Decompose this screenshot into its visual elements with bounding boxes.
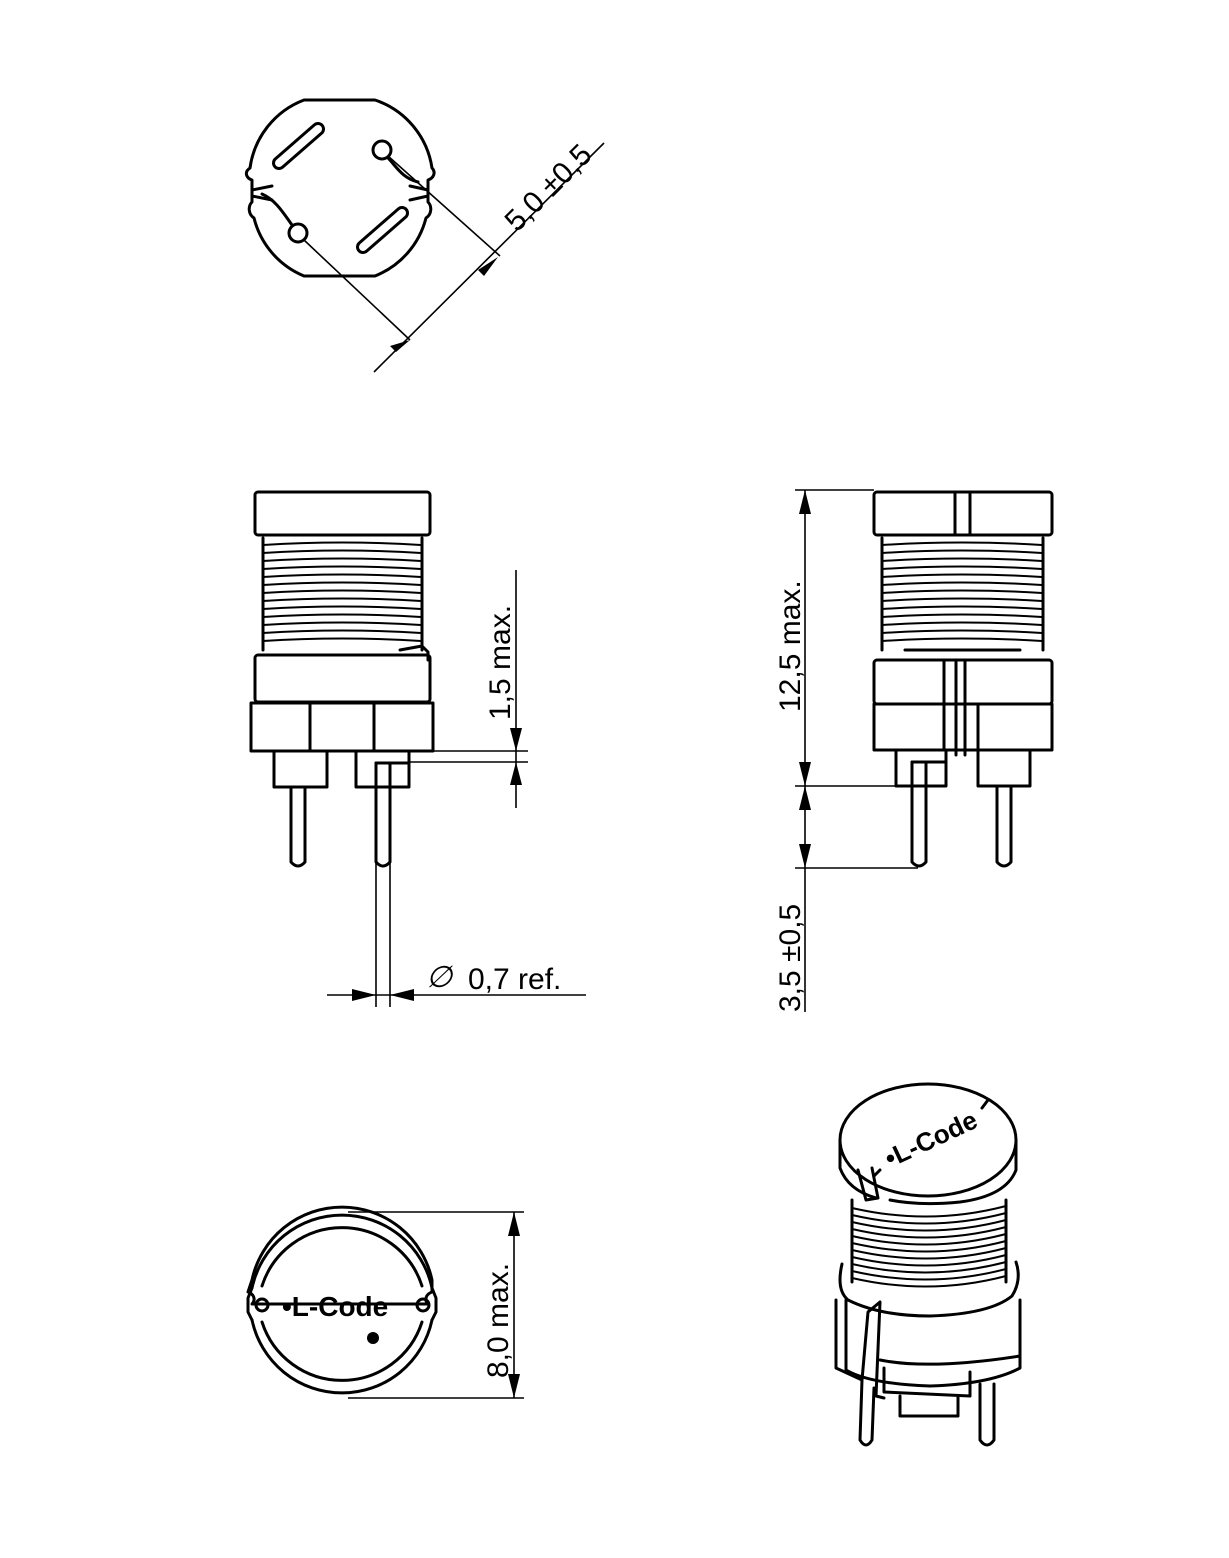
iso-clip xyxy=(834,1298,886,1400)
arrow-height-bottom xyxy=(799,762,811,786)
iso-cap-slot xyxy=(872,1098,990,1178)
bottom-pin-right xyxy=(415,1297,431,1313)
arrow-lead-right xyxy=(390,989,414,1001)
side-standoff-right xyxy=(976,748,1032,788)
arrow-standoff-top xyxy=(510,728,522,751)
side-standoff-left xyxy=(894,748,948,788)
side-view: 12,5 max. 3,5 ±0,5 xyxy=(774,489,1054,1012)
arrow-height-top xyxy=(799,490,811,514)
iso-winding xyxy=(851,1205,1007,1288)
dim-lead-diameter-symbol: ∅ xyxy=(426,961,454,994)
ext-line-lower xyxy=(303,239,411,341)
bottom-outer-arc-bottom xyxy=(250,1318,434,1395)
arrow-lower xyxy=(390,340,410,352)
pin-top-right xyxy=(371,139,393,161)
front-winding xyxy=(261,536,430,662)
pin-bottom-left xyxy=(287,222,309,244)
wire-left xyxy=(260,192,294,227)
bottom-outer-upper xyxy=(246,1205,434,1306)
arrow-standoff-bottom xyxy=(510,762,522,785)
bottom-notch-right xyxy=(430,1286,438,1322)
iso-lead-right xyxy=(978,1382,996,1447)
dim-height-label: 12,5 max. xyxy=(774,580,807,712)
ext-line-upper xyxy=(387,155,501,257)
dim-lead-length-label: 3,5 ±0,5 xyxy=(774,904,807,1012)
iso-cap-side xyxy=(838,1138,1018,1206)
isometric-view: •L-Code xyxy=(834,1082,1022,1447)
bottom-marking-text: •L-Code xyxy=(282,1291,388,1322)
side-lead-right xyxy=(995,784,1013,868)
front-lead-left xyxy=(289,785,307,868)
arrow-upper xyxy=(478,257,498,276)
front-base xyxy=(249,701,435,753)
side-base xyxy=(872,702,1054,752)
bottom-view: •L-Code 8,0 max. xyxy=(246,1205,524,1399)
bottom-polarity-dot xyxy=(367,1332,379,1344)
iso-cap-notch xyxy=(856,1166,880,1202)
front-bottom-flange xyxy=(253,653,432,704)
front-top-flange xyxy=(253,490,432,537)
bottom-outer-arc-top xyxy=(250,1213,434,1290)
bottom-pin-left xyxy=(254,1297,270,1313)
side-bottom-flange xyxy=(872,658,1054,706)
dim-standoff-label: 1,5 max. xyxy=(484,605,517,720)
dim-pin-spacing-label: 5,0 ±0,5 xyxy=(499,138,599,238)
arrow-diameter-top xyxy=(508,1212,520,1236)
arrow-lead-top xyxy=(799,786,811,810)
bottom-inner-arc-top xyxy=(260,1226,424,1288)
bottom-notch-left xyxy=(246,1286,254,1322)
side-lead-left xyxy=(910,760,928,868)
slot-lower-inner xyxy=(359,209,406,251)
front-view: 1,5 max. ∅ 0,7 ref. xyxy=(249,490,586,1007)
top-notch-right-b xyxy=(408,194,430,202)
front-standoff-left xyxy=(272,749,329,789)
side-winding xyxy=(880,536,1045,652)
dim-lead-diameter-label: 0,7 ref. xyxy=(468,963,561,996)
iso-base xyxy=(882,1366,972,1398)
wire-right xyxy=(386,156,420,184)
arrow-diameter-bottom xyxy=(508,1374,520,1398)
top-notch-left-a xyxy=(250,184,274,192)
dim-diameter-label: 8,0 max. xyxy=(482,1263,515,1378)
front-lead-right xyxy=(374,761,392,868)
iso-bottom-flange xyxy=(838,1260,1020,1318)
dim-line-pin-spacing xyxy=(373,142,605,373)
side-top-flange xyxy=(872,490,1054,537)
slot-upper-inner xyxy=(275,125,322,167)
iso-marking-text: •L-Code xyxy=(880,1105,982,1174)
arrow-lead-bottom xyxy=(799,844,811,868)
bottom-inner-arc-bottom xyxy=(260,1320,424,1382)
top-view-outline xyxy=(244,98,436,278)
top-view: 5,0 ±0,5 xyxy=(244,98,605,373)
front-standoff-right xyxy=(354,749,411,789)
arrow-lead-left xyxy=(352,989,376,1001)
